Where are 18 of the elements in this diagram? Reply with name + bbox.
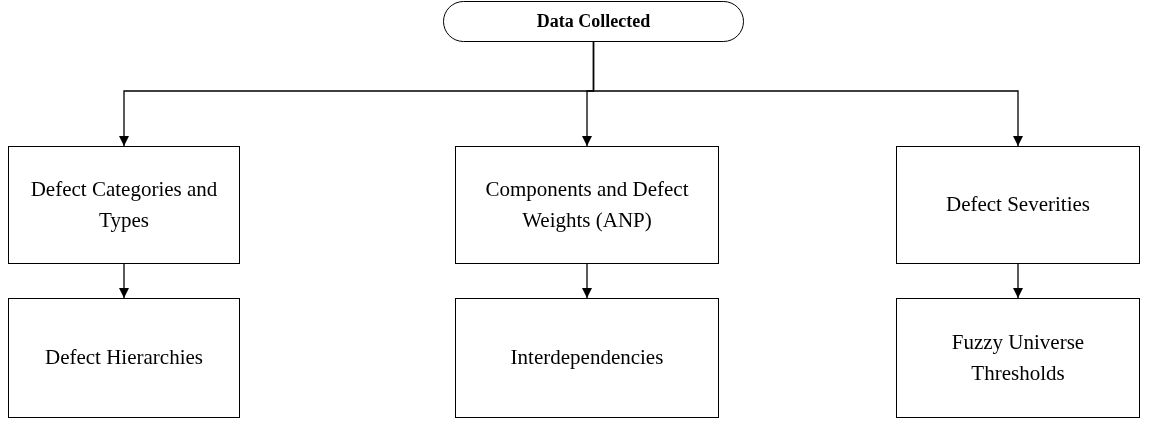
node-label: Fuzzy Universe Thresholds	[950, 328, 1086, 387]
arrow	[592, 41, 1023, 147]
process-box	[896, 298, 1140, 418]
arrow	[119, 263, 129, 299]
node-label: Defect Hierarchies	[45, 344, 203, 372]
process-box	[8, 298, 240, 418]
arrow	[1013, 263, 1023, 299]
process-box	[896, 146, 1140, 264]
node-label: Defect Severities	[946, 191, 1090, 219]
process-box	[8, 146, 240, 264]
node-label: Data Collected	[536, 10, 651, 33]
arrow	[582, 263, 592, 299]
process-box	[455, 298, 719, 418]
node-label: Defect Categories and Types	[29, 175, 219, 234]
node-label: Components and Defect Weights (ANP)	[484, 175, 690, 234]
start-terminal	[443, 1, 744, 42]
process-box	[455, 146, 719, 264]
node-label: Interdependencies	[510, 344, 664, 372]
